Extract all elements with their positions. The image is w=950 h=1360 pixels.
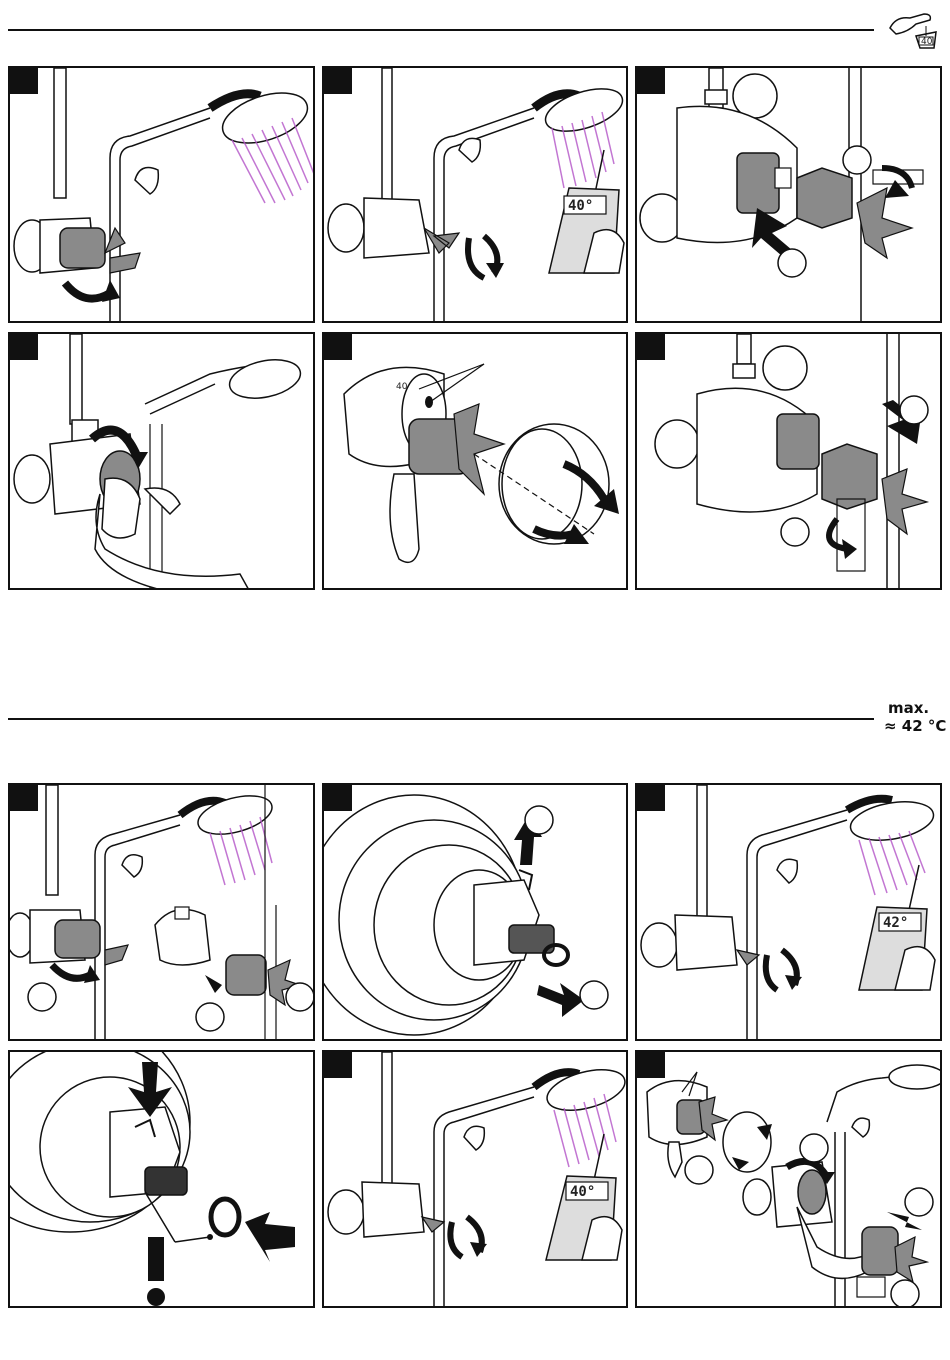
thermometer-reading: 40°: [568, 198, 593, 214]
callout-circle: [843, 146, 871, 174]
shower-temperature-icon: 40: [886, 6, 944, 50]
callout-circle: [781, 518, 809, 546]
panel-step-9: 42°: [635, 783, 942, 1041]
illustration-verify-temperature: 40°: [324, 1052, 628, 1308]
callout-circle: [905, 1188, 933, 1216]
panel-step-4: [8, 332, 315, 590]
illustration-refit-handle: [637, 334, 942, 590]
panel-step-5: 40: [322, 332, 628, 590]
max-label-line2: ≈ 42 °C: [884, 717, 946, 735]
panel-step-11: 40°: [322, 1050, 628, 1308]
panel-step-12: [635, 1050, 942, 1308]
illustration-remove-stop-ring: [324, 785, 628, 1041]
panel-step-8: [322, 783, 628, 1041]
illustration-adjust-spindle: [10, 334, 315, 590]
callout-circle: [800, 1134, 828, 1162]
panel-step-10: [8, 1050, 315, 1308]
callout-circle: [685, 1156, 713, 1184]
panel-step-6: [635, 332, 942, 590]
middle-rule: [8, 718, 874, 720]
illustration-remove-handle: [637, 68, 942, 323]
warning-exclamation: [148, 1237, 164, 1281]
top-rule: [8, 29, 874, 31]
callout-circle: [891, 1280, 919, 1308]
illustration-final-assembly: [637, 1052, 942, 1308]
callout-circle: [580, 981, 608, 1009]
header-icon-reading: 40: [921, 37, 933, 47]
callout-circle: [525, 806, 553, 834]
callout-circle: [286, 983, 314, 1011]
knob-mark-label: 40: [396, 382, 408, 392]
thermometer-reading: 40°: [570, 1184, 595, 1200]
max-temperature-label: max. ≈ 42 °C: [884, 699, 946, 735]
panel-step-1: [8, 66, 315, 323]
illustration-align-marks: 40: [324, 334, 628, 590]
panel-step-7: [8, 783, 315, 1041]
panel-step-3: [635, 66, 942, 323]
callout-circle: [778, 249, 806, 277]
panel-step-2: 40°: [322, 66, 628, 323]
illustration-turn-handle: [10, 68, 315, 323]
max-label-line1: max.: [884, 699, 946, 717]
callout-circle: [28, 983, 56, 1011]
illustration-refit-stop-ring: [10, 1052, 315, 1308]
illustration-measure-max-temperature: 42°: [637, 785, 942, 1041]
illustration-remove-handle-2: [10, 785, 315, 1041]
callout-circle: [900, 396, 928, 424]
callout-circle: [196, 1003, 224, 1031]
illustration-measure-temperature: 40°: [324, 68, 628, 323]
thermometer-reading: 42°: [883, 915, 908, 931]
